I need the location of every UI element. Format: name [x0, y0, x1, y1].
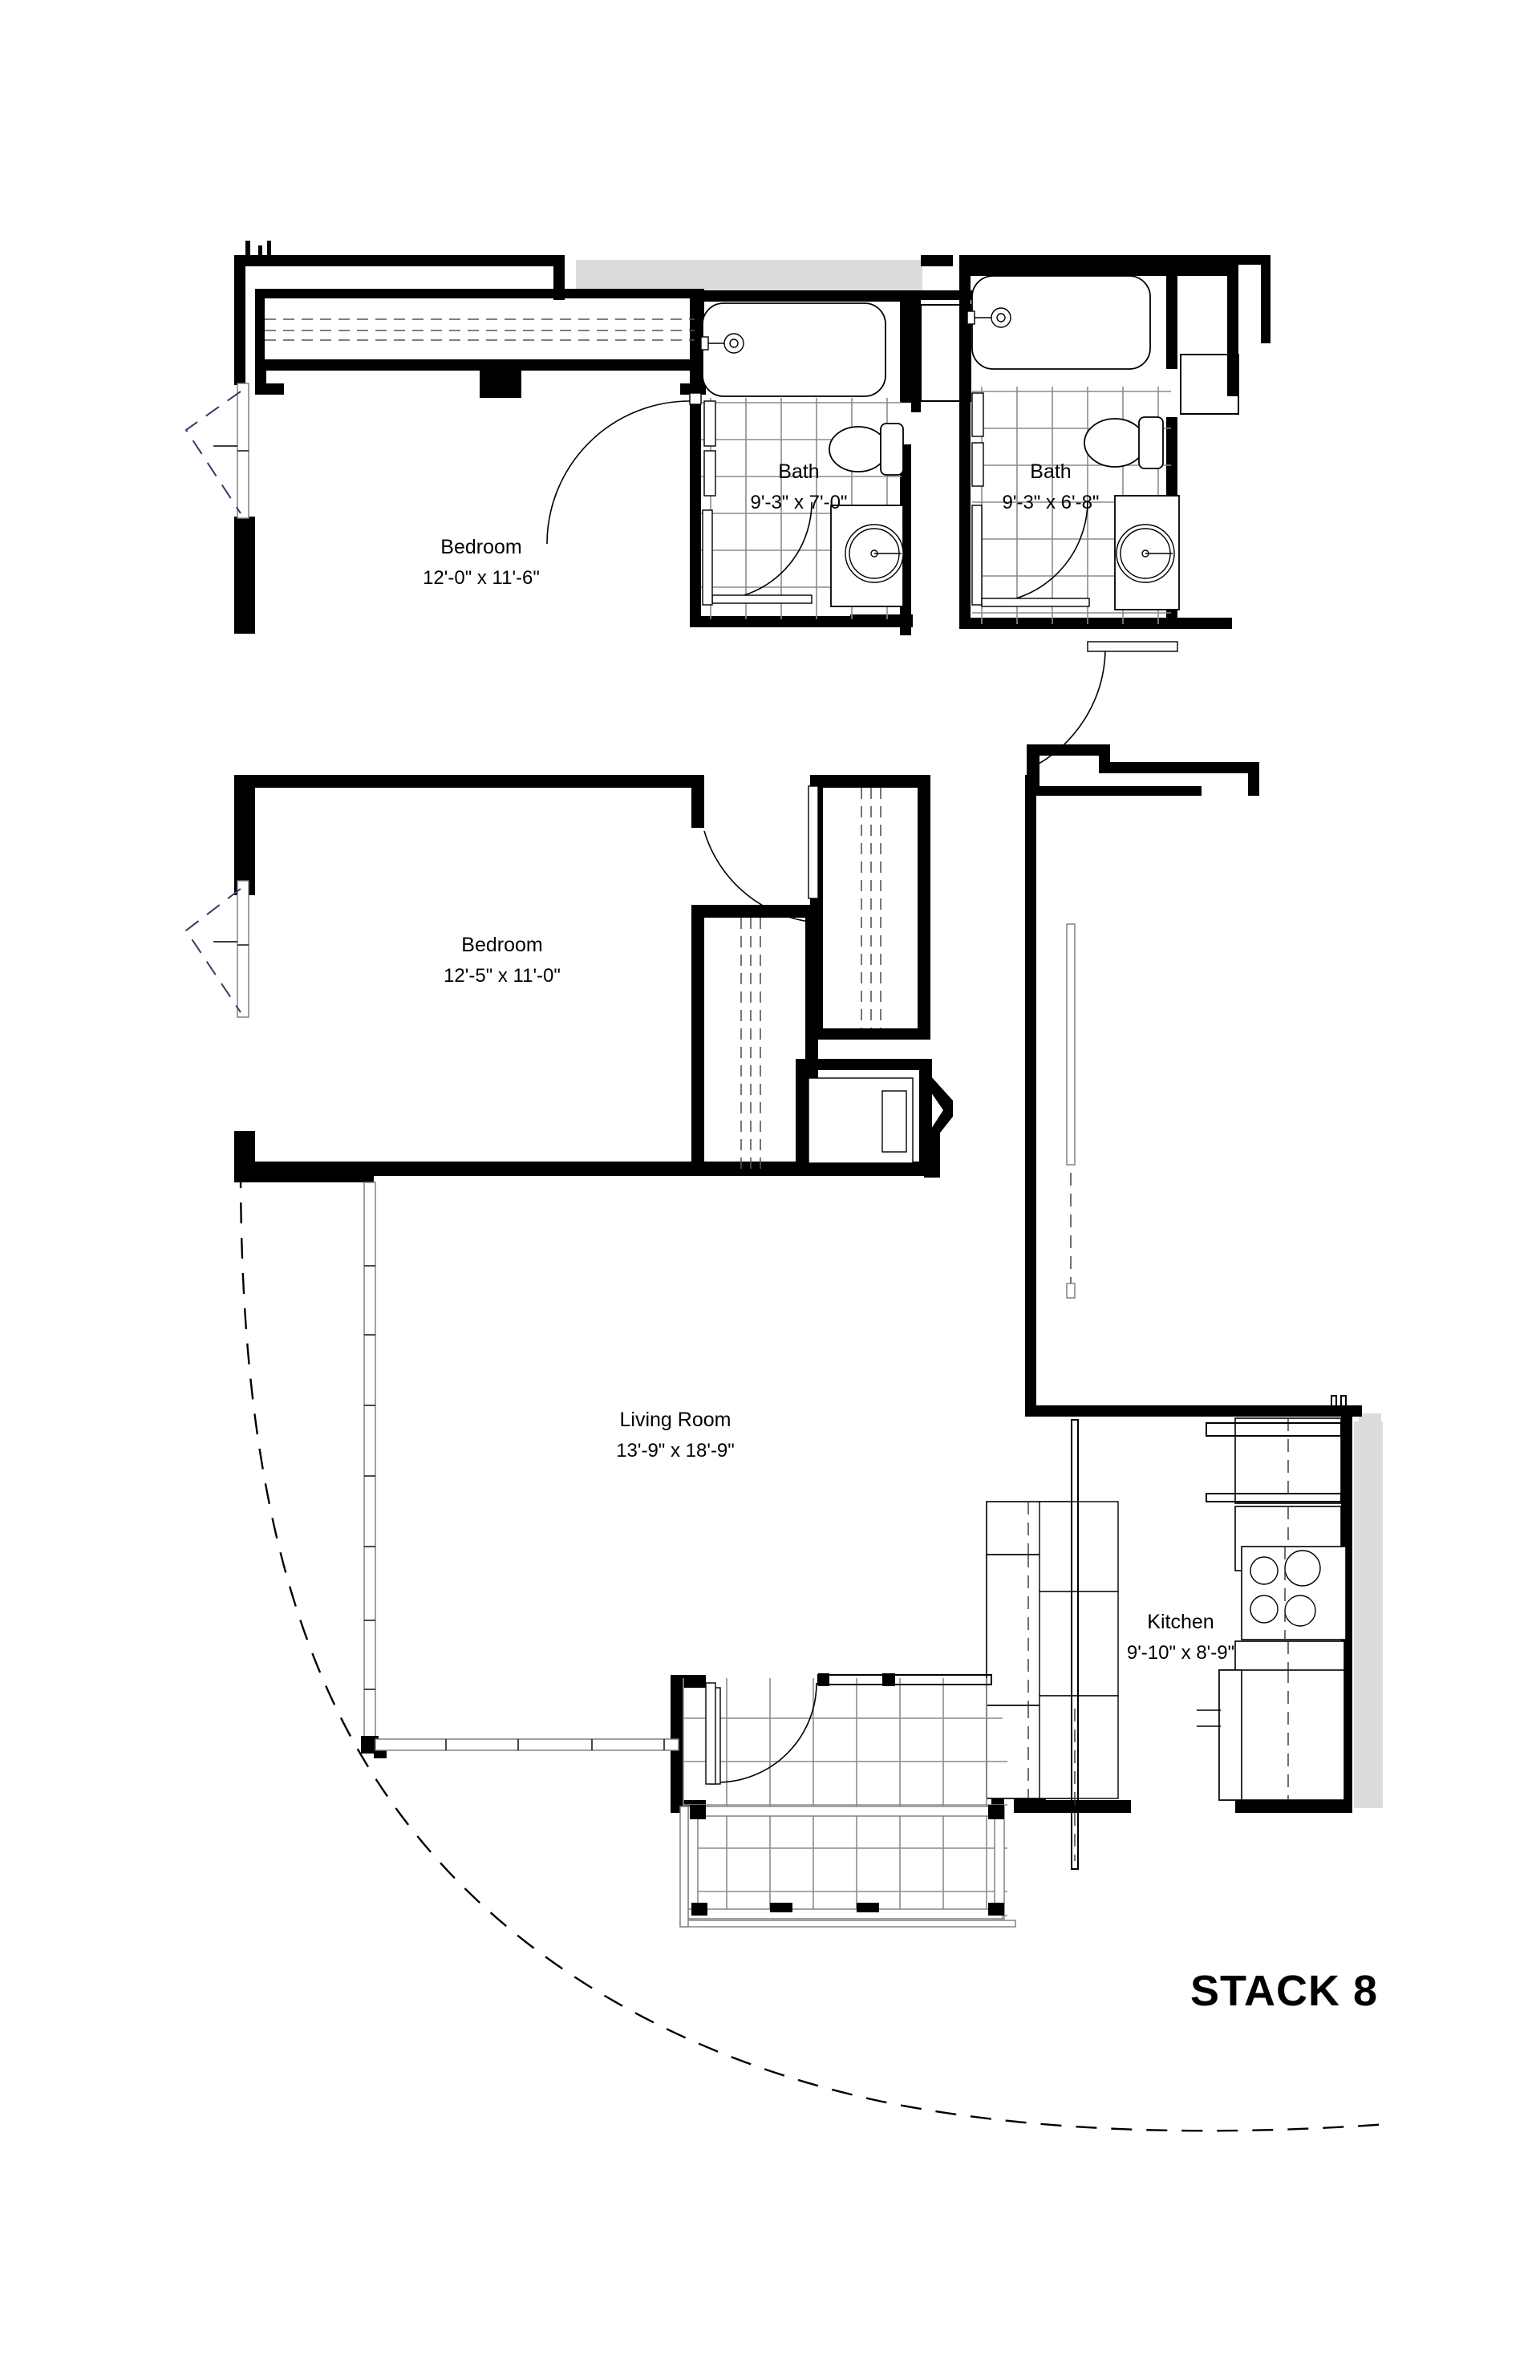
- closet-bedroom-1-sliding: [265, 318, 695, 341]
- room-label-bedroom-2: Bedroom: [461, 934, 542, 956]
- cooktop-icon: [1241, 1546, 1347, 1640]
- structural-walls: [234, 241, 1362, 1813]
- sink-vanity-icon: [830, 505, 904, 607]
- window-bedroom-2: [184, 880, 249, 1018]
- window-bedroom-1: [184, 383, 249, 519]
- plan-title: STACK 8: [1190, 1967, 1378, 2015]
- bathtub-icon: [700, 302, 886, 397]
- bedroom-1-door: [546, 392, 702, 545]
- bath-2: [967, 275, 1180, 624]
- room-dims-bath-2: 9'-3" x 6'-8": [1003, 492, 1100, 513]
- bath-2-door: [971, 500, 1090, 607]
- misc-detail: [1066, 923, 1347, 1870]
- entry-foyer: [679, 1673, 1016, 1928]
- balcony-outline-dashed: [239, 1166, 1388, 2132]
- bath-1-wall-niche: [703, 400, 716, 497]
- room-label-bath-2: Bath: [1030, 460, 1071, 483]
- bath-2-wall-niche: [971, 392, 984, 487]
- washer-dryer-unit: [808, 1077, 914, 1164]
- toilet-icon: [829, 423, 904, 476]
- room-dims-bedroom-1: 12'-0" x 11'-6": [423, 567, 540, 589]
- room-dims-bath-1: 9'-3" x 7'-0": [751, 492, 848, 513]
- refrigerator-icon: [1197, 1669, 1345, 1801]
- room-dims-bedroom-2: 12'-5" x 11'-0": [444, 965, 561, 987]
- toilet-icon: [1084, 416, 1164, 469]
- closet-hall-sliding-b: [740, 918, 761, 1171]
- room-label-living-room: Living Room: [620, 1409, 732, 1431]
- entry-hall-door: [1029, 641, 1178, 769]
- room-label-kitchen: Kitchen: [1147, 1611, 1214, 1633]
- tile-floor-entry: [683, 1678, 1007, 1916]
- window-wall-living-room: [361, 1182, 679, 1754]
- room-dims-living-room: 13'-9" x 18'-9": [616, 1440, 735, 1462]
- bath-1: [700, 302, 904, 619]
- entry-door: [705, 1682, 817, 1785]
- bedroom-2-door: [703, 785, 819, 923]
- room-dims-kitchen: 9'-10" x 8'-9": [1127, 1642, 1234, 1664]
- sink-vanity-icon: [1114, 495, 1180, 610]
- shear-walls: [576, 260, 1383, 1808]
- room-label-bath-1: Bath: [778, 460, 819, 483]
- room-label-bedroom-1: Bedroom: [440, 536, 521, 558]
- bath-1-door: [702, 501, 813, 606]
- bathtub-icon: [967, 275, 1151, 370]
- closet-hall-sliding-a: [861, 788, 881, 1028]
- room-labels: Bedroom 12'-0" x 11'-6" Bath 9'-3" x 7'-…: [423, 460, 1234, 1664]
